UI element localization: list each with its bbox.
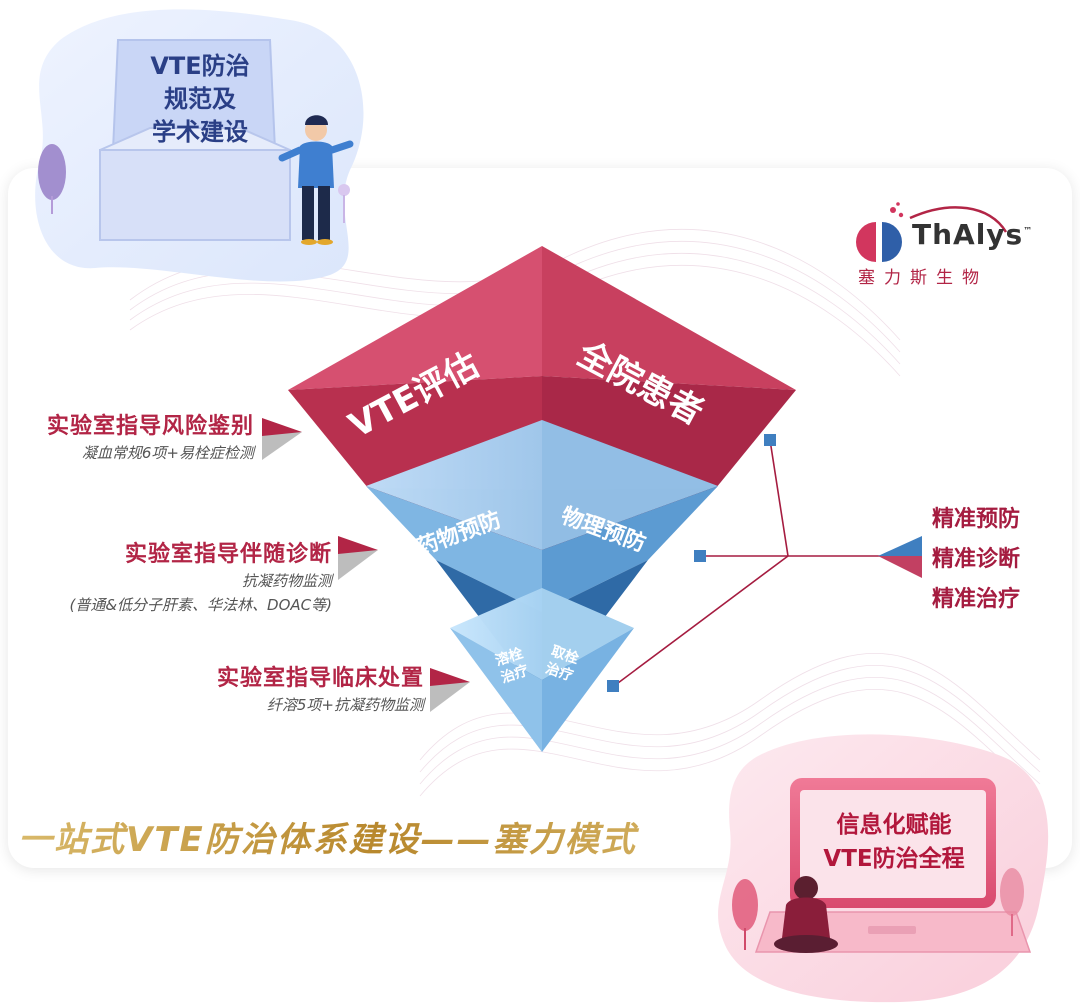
- bottom-card-line-2: VTE防治全程: [823, 846, 965, 872]
- pyramid-layer-2: [366, 420, 718, 700]
- logo-brand-text: ThAlys™: [912, 218, 1034, 251]
- left-label-2-title: 实验室指导伴随诊断: [124, 542, 332, 567]
- connector-lines: [613, 439, 906, 687]
- thalys-logo-icon: [856, 202, 1008, 264]
- book-illustration: [99, 39, 291, 241]
- top-card-line-1: VTE防治: [150, 52, 250, 80]
- bottom-card-title: 信息化赋能 VTE防治全程: [794, 808, 994, 876]
- connector-markers: [607, 434, 776, 692]
- person-woman-icon: [774, 876, 838, 953]
- right-arrow-marker: [878, 536, 922, 578]
- top-card-line-3: 学术建设: [152, 118, 248, 146]
- left-label-1-sub: 凝血常规6项+易栓症检测: [81, 444, 254, 462]
- tree-right-icon: [732, 868, 1024, 950]
- right-label-treatment: 精准治疗: [932, 587, 1021, 612]
- bottom-card-line-1: 信息化赋能: [836, 812, 952, 838]
- top-card-line-2: 规范及: [164, 85, 236, 113]
- tree-left-icon: [38, 144, 66, 214]
- right-labels: 精准预防 精准诊断 精准治疗: [932, 500, 1052, 620]
- left-label-3-sub: 纤溶5项+抗凝药物监测: [266, 696, 424, 714]
- left-label-2-sub-2: (普通&低分子肝素、华法林、DOAC等): [69, 596, 333, 614]
- person-man-icon: [278, 115, 354, 245]
- pyramid-layer-3: [450, 588, 634, 752]
- right-label-prevention: 精准预防: [932, 507, 1021, 532]
- left-label-3-title: 实验室指导临床处置: [216, 666, 424, 691]
- flower-icon: [338, 184, 350, 223]
- left-label-2-sub-1: 抗凝药物监测: [241, 572, 332, 590]
- right-label-diagnosis: 精准诊断: [932, 547, 1021, 572]
- top-card-title: VTE防治 规范及 学术建设: [120, 50, 280, 149]
- logo-company-name: 塞力斯生物: [858, 268, 988, 288]
- left-arrow-markers: [262, 418, 470, 712]
- banner-slogan: 一站式VTE防治体系建设——塞力模式: [18, 812, 738, 861]
- left-label-1-title: 实验室指导风险鉴别: [46, 414, 254, 439]
